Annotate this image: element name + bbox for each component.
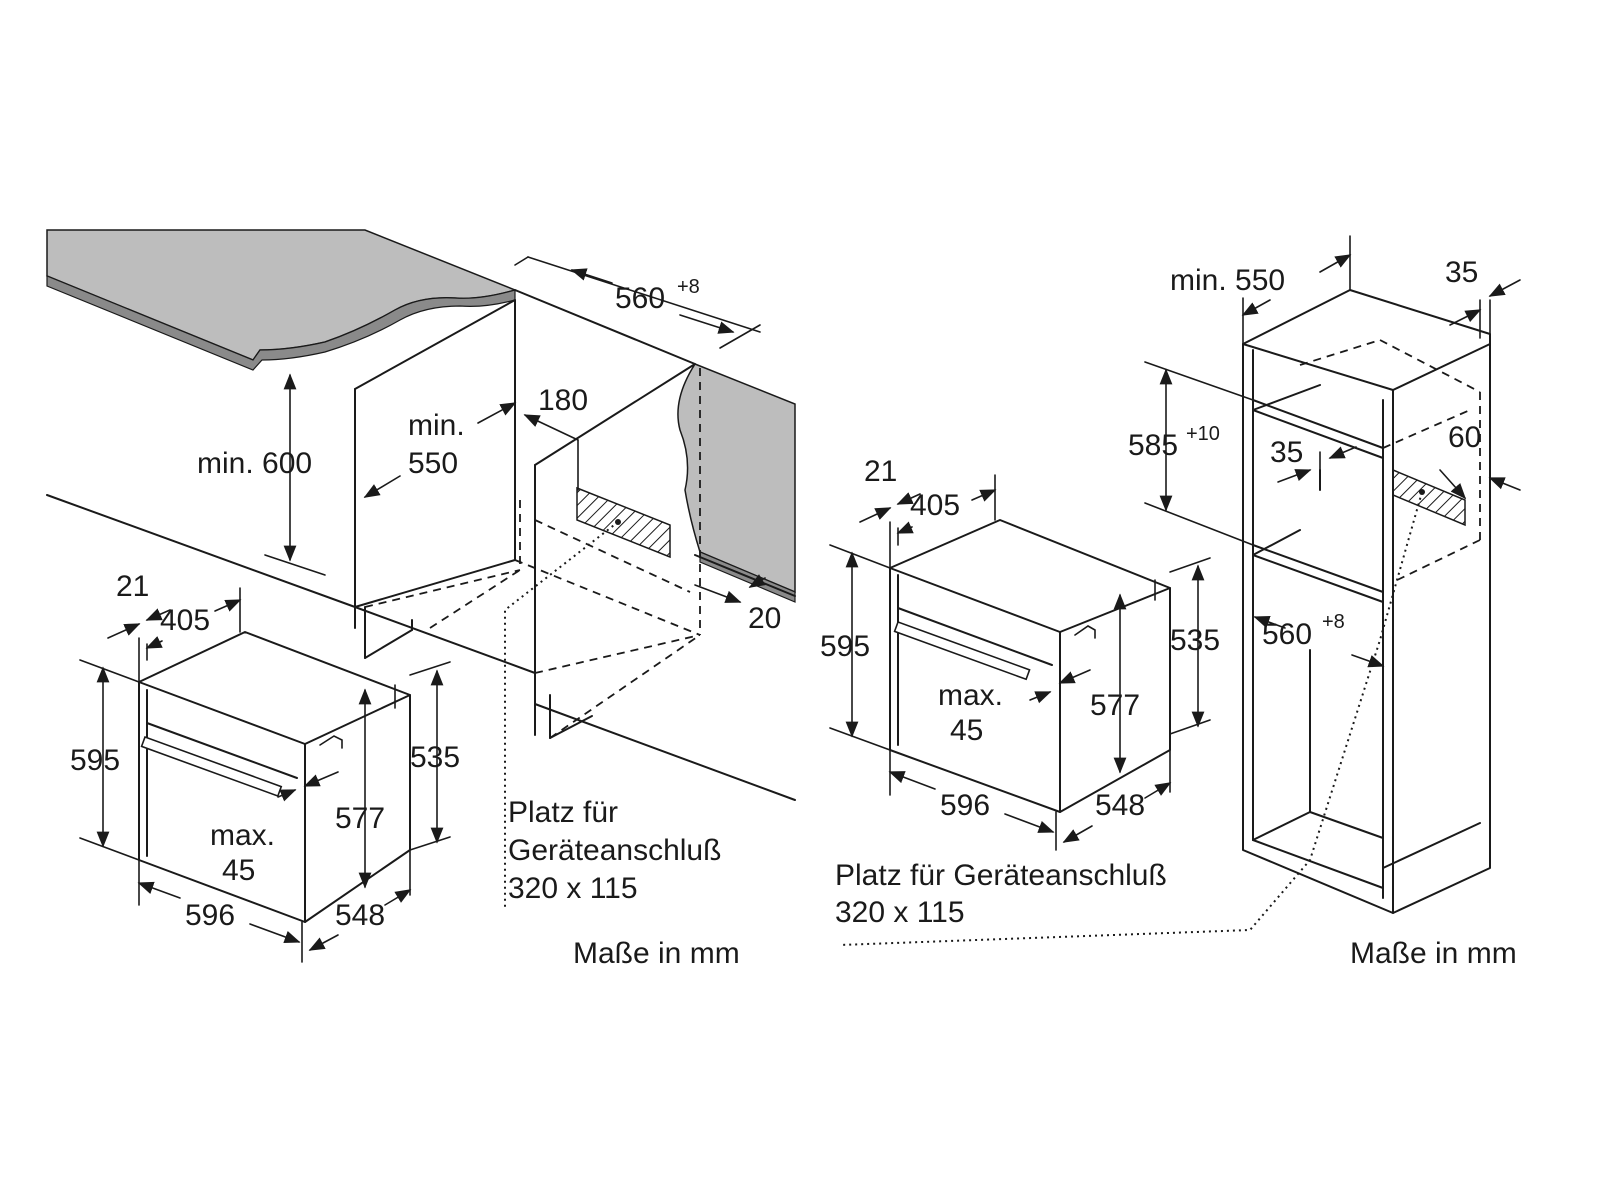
connection-note-left: Platz für Geräteanschluß 320 x 115 <box>508 796 721 905</box>
label-21-left: 21 <box>116 570 149 603</box>
dim-slot-offset-left: 180 <box>523 384 588 491</box>
label-21-right: 21 <box>864 455 897 488</box>
label-560-right-tol: +8 <box>1322 611 1345 633</box>
worktop <box>46 229 796 603</box>
label-min-550-right: min. 550 <box>1170 264 1285 297</box>
label-548-right: 548 <box>1095 789 1145 822</box>
connection-line2-left: Geräteanschluß <box>508 834 721 867</box>
left-installation: min. 600 min. 550 560 +8 180 <box>46 229 796 970</box>
label-min-600: min. 600 <box>197 447 312 480</box>
label-405-right: 405 <box>910 489 960 522</box>
oven-right <box>889 519 1171 813</box>
label-596-right: 596 <box>940 789 990 822</box>
label-min: min. <box>408 409 465 442</box>
label-45-right: 45 <box>950 714 983 747</box>
door-hinge-left <box>319 735 343 749</box>
label-548-left: 548 <box>335 899 385 932</box>
label-535-right: 535 <box>1170 624 1220 657</box>
units-label-left: Maße in mm <box>573 937 740 970</box>
units-label-right: Maße in mm <box>1350 937 1517 970</box>
dim-worktop-height: min. 600 <box>197 373 326 576</box>
dim-gap: 20 <box>694 574 781 635</box>
oven-left-dims: 21 405 595 577 535 max. 45 596 <box>70 570 460 963</box>
right-installation: min. 550 35 585 +10 35 60 560 <box>820 235 1521 970</box>
cabinet-niche <box>46 289 796 910</box>
label-595-right: 595 <box>820 630 870 663</box>
oven-left <box>138 631 411 923</box>
label-35-side: 35 <box>1445 256 1478 289</box>
label-550: 550 <box>408 447 458 480</box>
label-max-left: max. <box>210 819 275 852</box>
label-596-left: 596 <box>185 899 235 932</box>
connection-line3-left: 320 x 115 <box>508 872 638 905</box>
connection-slot-right <box>1392 468 1466 527</box>
label-585: 585 <box>1128 429 1178 462</box>
label-45-left: 45 <box>222 854 255 887</box>
connection-line1-left: Platz für <box>508 796 618 829</box>
label-20: 20 <box>748 602 781 635</box>
label-35-inner: 35 <box>1270 436 1303 469</box>
label-60: 60 <box>1448 421 1481 454</box>
label-585-tol: +10 <box>1186 423 1220 445</box>
connection-slot-left <box>576 486 671 559</box>
tall-cabinet <box>839 289 1491 946</box>
label-180: 180 <box>538 384 588 417</box>
connection-note-right: Platz für Geräteanschluß 320 x 115 <box>835 859 1167 929</box>
oven-handle-right <box>893 620 1031 681</box>
label-577-left: 577 <box>335 802 385 835</box>
label-595-left: 595 <box>70 744 120 777</box>
label-560: 560 <box>615 282 665 315</box>
cabinet-dims: min. 550 35 585 +10 35 60 560 <box>1128 235 1521 668</box>
connection-line2-right: 320 x 115 <box>835 896 965 929</box>
dim-niche-width-left: 560 +8 <box>514 256 761 349</box>
label-max-right: max. <box>938 679 1003 712</box>
door-hinge-right <box>1074 625 1096 639</box>
label-405-left: 405 <box>160 604 210 637</box>
label-535-left: 535 <box>410 741 460 774</box>
label-560-tol: +8 <box>677 276 700 298</box>
oven-right-dims: 21 405 595 577 535 max. 45 596 <box>820 455 1220 851</box>
dim-depth-min-left: min. 550 <box>363 402 517 498</box>
label-560-right: 560 <box>1262 618 1312 651</box>
label-577-right: 577 <box>1090 689 1140 722</box>
connection-line1-right: Platz für Geräteanschluß <box>835 859 1167 892</box>
